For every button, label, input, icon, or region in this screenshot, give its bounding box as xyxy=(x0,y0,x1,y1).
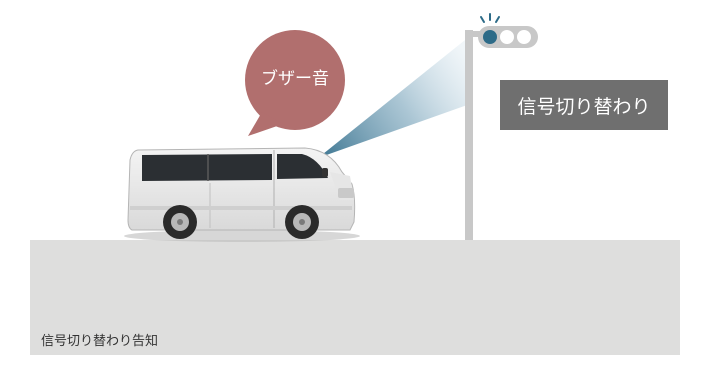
van-image xyxy=(124,147,360,242)
speech-bubble xyxy=(245,30,345,136)
signal-change-label: 信号切り替わり xyxy=(500,80,668,130)
traffic-light-icon xyxy=(478,26,538,48)
buzzer-label: ブザー音 xyxy=(261,69,329,89)
ground xyxy=(30,240,680,355)
sound-beam xyxy=(318,36,470,158)
signal-arm xyxy=(468,31,482,37)
caption: 信号切り替わり告知 xyxy=(41,334,159,349)
signal-pole xyxy=(465,30,473,240)
alert-lines-icon xyxy=(480,13,500,23)
